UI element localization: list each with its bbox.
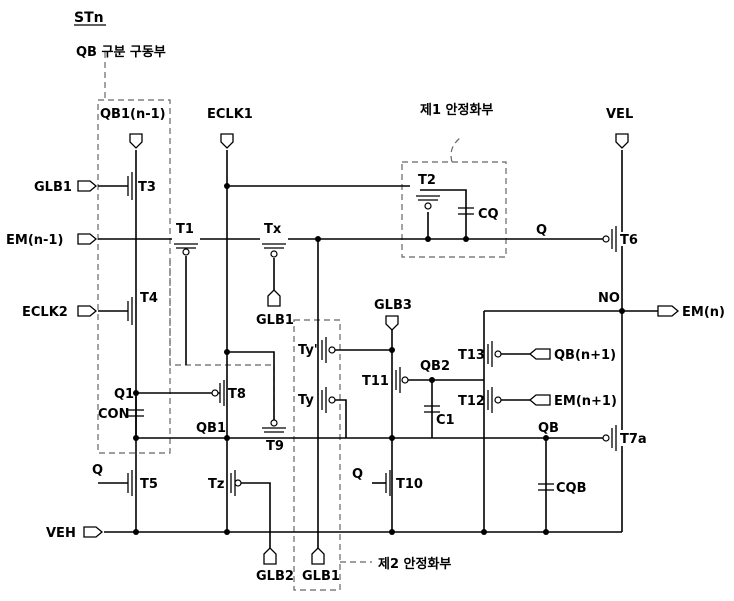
em-prev-label: EM(n-1) (6, 233, 63, 248)
veh-label: VEH (46, 526, 76, 541)
t10-label: T10 (396, 477, 423, 492)
vel-port (616, 134, 628, 148)
eclk2-label: ECLK2 (22, 305, 68, 320)
con-label: CON (98, 407, 129, 422)
em-prev-port (78, 234, 96, 244)
t13-transistor (488, 341, 501, 367)
veh-port (84, 527, 102, 537)
q-node-label: Q (536, 223, 547, 238)
tx-label: Tx (264, 222, 282, 237)
t1-transistor (172, 236, 200, 255)
t9-transistor (262, 420, 286, 432)
glb2-port (264, 548, 276, 564)
q-t10-label: Q (352, 467, 363, 482)
tz-gate (240, 483, 270, 548)
cq-label: CQ (478, 207, 499, 222)
t2-label: T2 (418, 173, 436, 188)
t5-label: T5 (140, 477, 158, 492)
t6-label: T6 (620, 233, 638, 248)
q1-node-label: Q1 (114, 387, 134, 402)
tz-label: Tz (208, 477, 224, 492)
ty-transistor (322, 387, 335, 413)
t9-gate-line (227, 352, 274, 420)
t12-transistor (488, 387, 501, 413)
t2-transistor (416, 196, 440, 209)
glb1-bottom-label: GLB1 (302, 569, 340, 584)
glb1-bottom-port (312, 548, 324, 564)
em-next-label: EM(n+1) (554, 394, 617, 409)
em-out-label: EM(n) (682, 305, 725, 320)
t10-transistor (386, 470, 390, 496)
t5-transistor (128, 470, 132, 496)
t9-label: T9 (266, 439, 284, 454)
t3-transistor (128, 172, 132, 200)
t7a-transistor (603, 425, 616, 451)
glb3-port (386, 316, 398, 330)
eclk1-label: ECLK1 (207, 107, 253, 122)
glb2-label: GLB2 (256, 569, 294, 584)
vel-label: VEL (606, 107, 633, 122)
qb1-prev-port (130, 134, 142, 148)
glb3-label: GLB3 (374, 298, 412, 313)
qb2-node-label: QB2 (420, 359, 450, 374)
qb-driver-label: QB 구분 구동부 (76, 45, 166, 60)
tz-transistor (231, 470, 241, 496)
em-out-port (658, 306, 678, 316)
c1-label: C1 (436, 413, 455, 428)
no-label: NO (598, 291, 620, 306)
qb1-node-label: QB1 (196, 421, 226, 436)
eclk2-port (78, 306, 96, 316)
qb-next-port (530, 349, 550, 359)
t8-transistor (212, 380, 224, 406)
q-in-label: Q (92, 463, 103, 478)
t1-label: T1 (176, 222, 194, 237)
t13-label: T13 (458, 348, 485, 363)
ty-label: Ty (298, 393, 314, 408)
qb-node-label: QB (538, 421, 559, 436)
tx-transistor (260, 236, 288, 257)
em-next-port (530, 395, 550, 405)
ty-gate (330, 400, 346, 438)
qb1-prev-label: QB1(n-1) (100, 107, 166, 122)
glb1-left-label: GLB1 (34, 180, 72, 195)
stabilizer1-leader (451, 138, 460, 162)
t4-transistor (128, 297, 132, 325)
ty-prime-label: Ty' (298, 343, 318, 358)
qb-next-label: QB(n+1) (554, 348, 616, 363)
glb1-tx-label: GLB1 (256, 313, 294, 328)
t3-label: T3 (138, 180, 156, 195)
cqb-label: CQB (556, 481, 587, 496)
t11-label: T11 (362, 374, 389, 389)
stabilizer1-label: 제1 안정화부 (420, 102, 493, 118)
t12-label: T12 (458, 394, 485, 409)
t11-transistor (396, 367, 408, 393)
stabilizer2-label: 제2 안정화부 (378, 556, 451, 572)
t7a-label: T7a (620, 432, 647, 447)
t4-label: T4 (140, 291, 158, 306)
diagram-title: STn (74, 10, 104, 26)
t6-transistor (603, 226, 616, 252)
ty-prime-transistor (322, 337, 335, 363)
eclk1-port (221, 134, 233, 148)
glb1-left-port (78, 181, 96, 191)
t8-label: T8 (228, 387, 246, 402)
glb1-tx-port (268, 290, 280, 306)
